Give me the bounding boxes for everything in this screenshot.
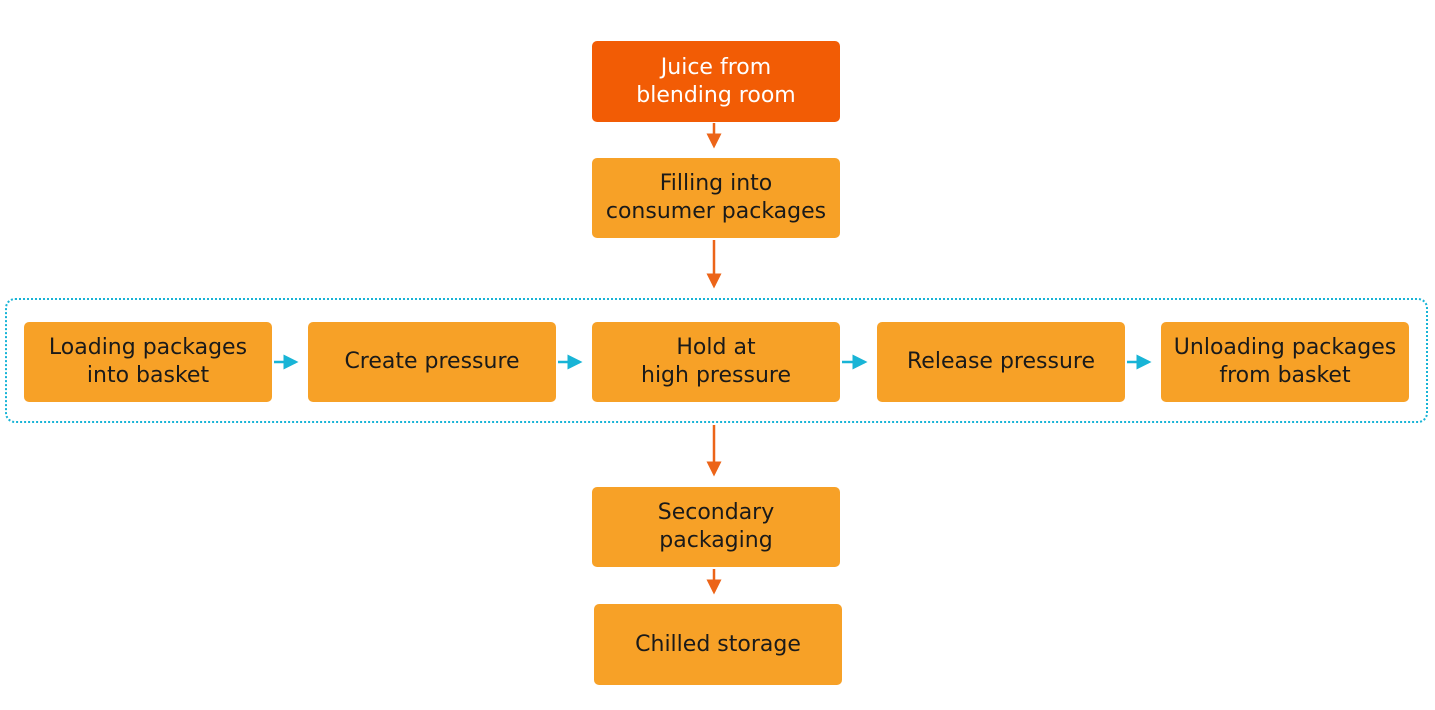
node-create-pressure: Create pressure [308,322,556,402]
node-label: Loading packages into basket [48,335,248,388]
node-filling-into-consumer-packages: Filling into consumer packages [592,158,840,238]
node-label: Unloading packages from basket [1173,335,1397,388]
node-secondary-packaging: Secondary packaging [592,487,840,567]
node-chilled-storage: Chilled storage [594,604,842,685]
high-pressure-processing-group [5,298,1428,423]
node-label: Filling into consumer packages [605,171,827,224]
node-label: Hold at high pressure [641,335,791,388]
node-unloading-packages: Unloading packages from basket [1161,322,1409,402]
node-label: Secondary packaging [657,500,775,553]
node-hold-at-high-pressure: Hold at high pressure [592,322,840,402]
node-label: Create pressure [344,349,520,374]
node-label: Chilled storage [635,631,801,657]
node-label: Release pressure [907,349,1095,374]
node-juice-from-blending-room: Juice from blending room [592,41,840,122]
node-label: Juice from blending room [636,54,796,108]
node-release-pressure: Release pressure [877,322,1125,402]
node-loading-packages: Loading packages into basket [24,322,272,402]
